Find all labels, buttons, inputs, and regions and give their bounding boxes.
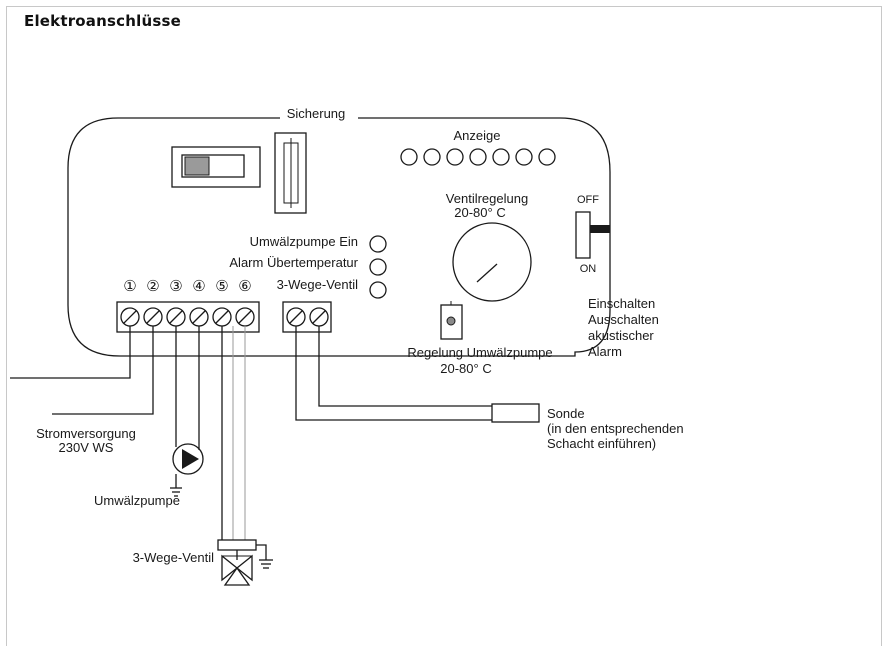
label-dreiwege-ventil: 3-Wege-Ventil: [133, 550, 215, 565]
label-sonde-note1: (in den entsprechenden: [547, 421, 684, 436]
label-akustischer: akustischer: [588, 328, 654, 343]
three-way-valve-icon: [217, 539, 273, 586]
label-sonde: Sonde: [547, 406, 585, 421]
label-ventil-range: 20-80° C: [454, 205, 505, 220]
label-umwaelzpumpe-ein: Umwälzpumpe Ein: [250, 234, 358, 249]
terminal-block-sensor: [282, 301, 332, 333]
alarm-toggle-switch[interactable]: [575, 211, 610, 259]
label-umwaelzpumpe: Umwälzpumpe: [94, 493, 180, 508]
svg-text:②: ②: [146, 278, 159, 295]
label-stromversorgung: Stromversorgung: [36, 426, 136, 441]
fuse: [274, 132, 307, 214]
label-anzeige: Anzeige: [454, 128, 501, 143]
pump-icon: [170, 443, 204, 497]
label-sicherung: Sicherung: [287, 106, 346, 121]
label-dreiwege-ventil-led: 3-Wege-Ventil: [277, 277, 359, 292]
label-230v: 230V WS: [59, 440, 114, 455]
status-leds: [369, 235, 387, 299]
svg-text:①: ①: [123, 278, 136, 295]
label-regelung-pumpe: Regelung Umwälzpumpe: [407, 345, 552, 360]
label-off: OFF: [577, 194, 599, 206]
label-regelung-range: 20-80° C: [440, 361, 491, 376]
wiring-diagram: Sicherung Anzeige Ventilregelung 20-80° …: [10, 106, 684, 586]
label-on: ON: [580, 263, 597, 275]
page-title: Elektroanschlüsse: [24, 12, 181, 30]
svg-text:⑤: ⑤: [215, 278, 228, 295]
terminal-block-main: [116, 301, 260, 333]
label-ventilregelung: Ventilregelung: [446, 191, 528, 206]
sensor-wires: [295, 326, 492, 421]
display-leds: [400, 148, 556, 166]
wires-main: [10, 326, 246, 540]
label-sonde-note2: Schacht einführen): [547, 436, 656, 451]
sensor-probe: [491, 403, 540, 423]
diagram-frame: [6, 6, 882, 646]
label-alarm: Alarm: [588, 344, 622, 359]
svg-text:③: ③: [169, 278, 182, 295]
label-einschalten: Einschalten: [588, 296, 655, 311]
main-switch[interactable]: [171, 146, 261, 188]
terminal-numbers: ① ② ③ ④ ⑤ ⑥: [123, 278, 251, 295]
svg-text:④: ④: [192, 278, 205, 295]
svg-text:⑥: ⑥: [238, 278, 251, 295]
valve-control-dial[interactable]: [452, 222, 532, 302]
label-ausschalten: Ausschalten: [588, 312, 659, 327]
controller-housing: [67, 117, 611, 357]
label-alarm-uebertemperatur: Alarm Übertemperatur: [229, 255, 358, 270]
pump-regulation-knob[interactable]: [440, 301, 463, 340]
